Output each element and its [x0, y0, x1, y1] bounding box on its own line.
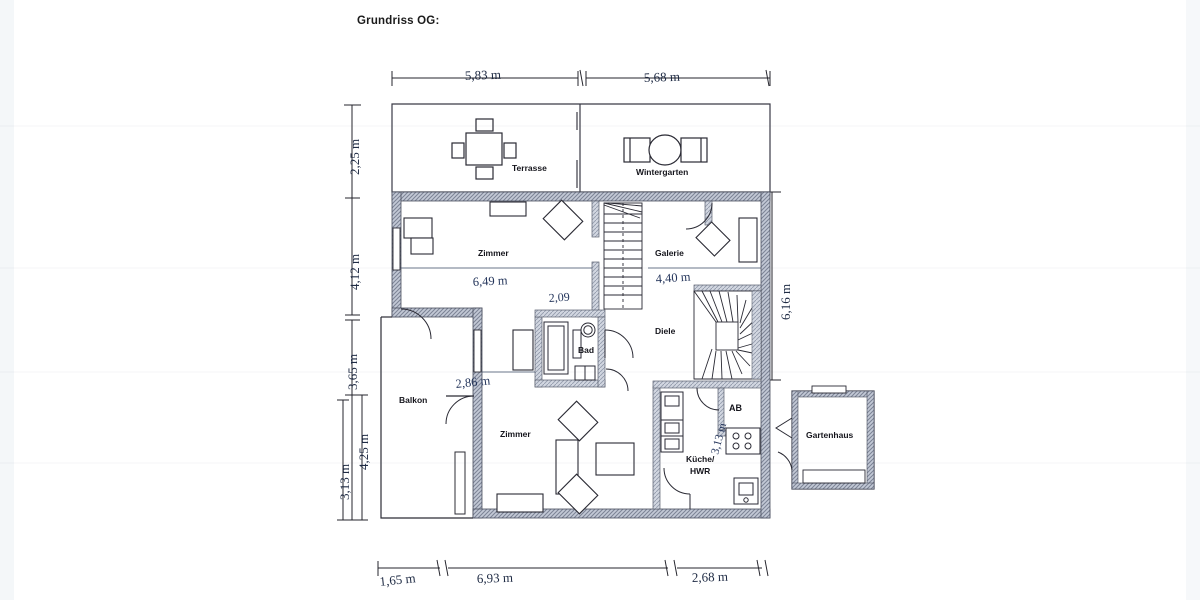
zimmer-og-door [400, 308, 432, 340]
wintergarten-furniture [623, 134, 708, 166]
armchair-b [557, 473, 599, 515]
coffee-table [595, 442, 635, 476]
room-label-kueche-line1: Küche/ [686, 454, 715, 464]
armchair-right [680, 137, 708, 163]
dimension-chain-bottom [377, 559, 769, 577]
room-label-gartenhaus: Gartenhaus [806, 430, 854, 440]
gartenhaus-door [775, 417, 793, 471]
dimension-chain-top [391, 69, 771, 87]
gartenhaus-outline [791, 385, 875, 490]
balkon-door [445, 395, 475, 425]
dimension-label-left-5: 3,13 m [337, 464, 352, 500]
room-label-zimmer-ug: Zimmer [500, 429, 531, 439]
room-label-bad: Bad [578, 345, 594, 355]
round-table [648, 134, 682, 166]
dining-table [451, 118, 517, 180]
zimmer-ug-furniture [496, 400, 635, 515]
page-title: Grundriss OG: [357, 15, 440, 27]
room-label-kueche-line2: HWR [690, 466, 710, 476]
terrace-wintergarten-block [391, 103, 771, 193]
balkon-outline [380, 316, 473, 519]
interior-walls [534, 200, 762, 510]
armchair-left [623, 137, 651, 163]
window-left-lower [473, 329, 482, 373]
dimension-label-top-right: 5,68 m [644, 69, 681, 85]
dimension-label-left-1: 2,25 m [347, 139, 362, 175]
room-label-zimmer-og: Zimmer [478, 248, 509, 258]
stair-winder [693, 290, 762, 380]
kueche-fixtures [660, 391, 761, 505]
room-label-wintergarten: Wintergarten [636, 167, 688, 177]
dimension-label-galerie: 4,40 m [655, 270, 691, 286]
sideboard [496, 493, 544, 513]
galerie-furniture [695, 217, 758, 263]
dimension-label-right-1: 6,16 m [778, 284, 793, 320]
window-left-upper [392, 227, 401, 271]
room-label-balkon: Balkon [399, 395, 427, 405]
dimension-label-left-2: 4,12 m [347, 254, 362, 290]
dimension-label-bottom-3: 2,68 m [692, 569, 729, 585]
room-label-ab: AB [729, 403, 742, 413]
scan-noise [0, 125, 1200, 464]
room-label-terrasse: Terrasse [512, 163, 547, 173]
wardrobe [512, 329, 534, 371]
armchair-a [557, 400, 599, 442]
galerie-door [685, 202, 713, 230]
room-label-galerie: Galerie [655, 248, 684, 258]
dimension-label-bad: 2,09 [548, 290, 570, 305]
stove [725, 427, 761, 455]
room-label-diele: Diele [655, 326, 676, 336]
stair-straight [603, 202, 643, 310]
zimmer-og-furniture [403, 199, 584, 255]
dimension-label-left-3: 3,65 m [345, 354, 360, 390]
dimension-label-left-4: 4,25 m [356, 434, 371, 470]
dimension-label-bottom-2: 6,93 m [477, 570, 514, 586]
kueche-doors [663, 387, 720, 509]
dimension-label-top-left: 5,83 m [465, 67, 502, 83]
bad-fixtures [543, 321, 596, 381]
dimension-label-zimmer: 6,49 m [472, 273, 508, 289]
dimension-label-balkon: 2,86 m [455, 373, 491, 391]
diele-doors [604, 329, 634, 392]
dimension-label-bottom-1: 1,65 m [379, 570, 416, 589]
balkon-railing [454, 451, 466, 515]
dimension-chain-left [337, 104, 368, 521]
